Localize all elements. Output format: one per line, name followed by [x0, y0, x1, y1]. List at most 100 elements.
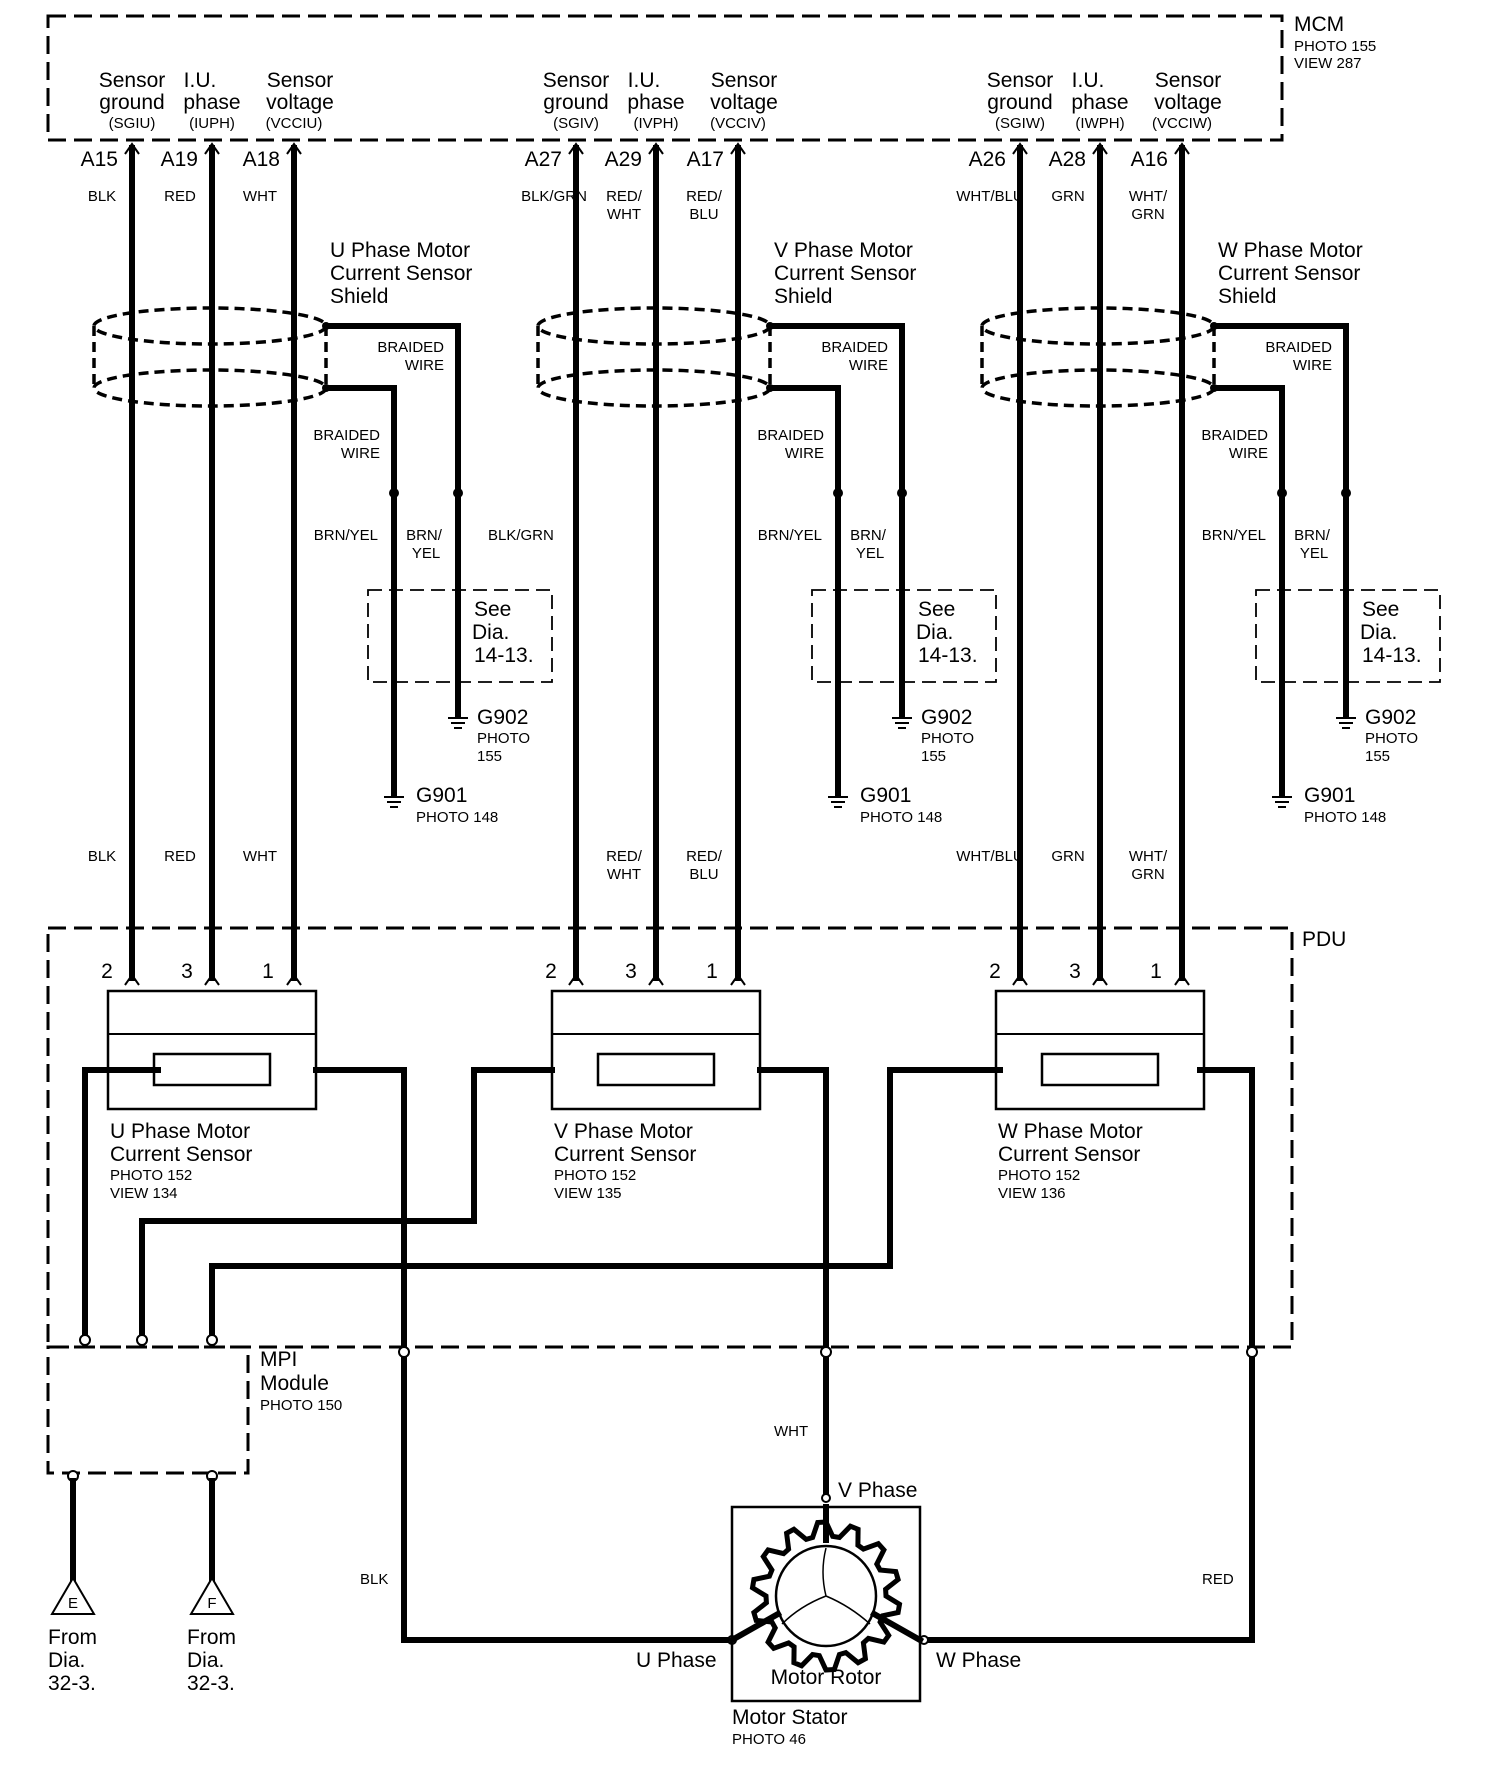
braided-wire-label: BRAIDED [757, 427, 824, 444]
current-sensor-core [596, 1052, 716, 1087]
current-sensor-photo: PHOTO 152 [110, 1167, 192, 1184]
see-diagram-note: See [474, 598, 511, 621]
offpage-f-line-1: From [187, 1626, 236, 1649]
sensor-ground-label: Sensor [543, 69, 610, 92]
splice-point [833, 488, 843, 498]
drain-color-label: YEL [412, 545, 440, 562]
offpage-triangle-e [50, 1576, 96, 1615]
g902-photo: PHOTO [921, 730, 974, 747]
wire-color-label: GRN [1131, 866, 1164, 883]
splice-point [389, 488, 399, 498]
braided-drain-wire [1211, 385, 1285, 798]
mcm-photo: PHOTO 155 [1294, 38, 1376, 55]
g902-label: G902 [1365, 706, 1416, 729]
wire-color-label: WHT [243, 188, 277, 205]
wire-color-label: WHT [243, 848, 277, 865]
shield-label: Shield [774, 285, 832, 308]
wire-color-label: WHT/BLU [956, 188, 1024, 205]
g901-photo: PHOTO 148 [860, 809, 942, 826]
mpi-terminal-2 [136, 1334, 148, 1346]
pdu-title: PDU [1302, 928, 1346, 951]
braided-wire-label-2: WIRE [405, 357, 444, 374]
wire-color-label: BLU [689, 206, 718, 223]
current-sensor-photo: PHOTO 152 [554, 1167, 636, 1184]
drain-color-label: BRN/YEL [1202, 527, 1266, 544]
u-phase-wire-color: BLK [360, 1571, 388, 1588]
shield-label: V Phase Motor [774, 239, 913, 262]
mpi-terminal-3 [206, 1334, 218, 1346]
g901-label: G901 [1304, 784, 1355, 807]
sensor-voltage-label: Sensor [711, 69, 778, 92]
wire-color-label: WHT/ [1129, 188, 1168, 205]
signal-code: (VCCIV) [710, 115, 766, 132]
offpage-f-line-3: 32-3. [187, 1672, 235, 1695]
offpage-connectors: E F From Dia. 32-3. From Dia. 32-3. [48, 1470, 236, 1695]
motor-stator-photo: PHOTO 46 [732, 1731, 806, 1748]
pdu-pin-label: 3 [1069, 960, 1081, 983]
mcm-pin-label: A18 [243, 148, 280, 171]
signal-code: (IVPH) [634, 115, 679, 132]
signal-code: (SGIV) [553, 115, 599, 132]
connector-arrow [1174, 973, 1190, 986]
connector-arrow [568, 142, 584, 155]
see-diagram-note: 14-13. [918, 644, 978, 667]
pdu-pin-label: 1 [1150, 960, 1162, 983]
connector-arrow [286, 142, 302, 155]
current-sensor-body [994, 989, 1206, 1111]
w-phase-wire-color: RED [1202, 1571, 1234, 1588]
pdu-terminal-u [398, 1346, 410, 1358]
wire-color-label: BLU [689, 866, 718, 883]
iu-phase-label: I.U. [628, 69, 661, 92]
see-diagram-note: See [1362, 598, 1399, 621]
mcm-box [46, 14, 1284, 142]
sensor-voltage-label-2: voltage [1154, 91, 1222, 114]
circuit-u: SensorgroundI.U.phaseSensorvoltage(SGIU)… [81, 69, 554, 1202]
shield-label: Current Sensor [1218, 262, 1360, 285]
current-sensor-label-2: Current Sensor [554, 1143, 696, 1166]
drain-color-label: BRN/YEL [758, 527, 822, 544]
shield-label: U Phase Motor [330, 239, 470, 262]
connector-arrow [568, 973, 584, 986]
connector-arrow [124, 973, 140, 986]
drain-color-label: BRN/YEL [314, 527, 378, 544]
iu-phase-label: I.U. [1072, 69, 1105, 92]
see-diagram-note: See [918, 598, 955, 621]
mpi-module-box [46, 1345, 250, 1475]
g902-label: G902 [477, 706, 528, 729]
signal-code: (VCCIW) [1152, 115, 1212, 132]
connector-arrow [730, 142, 746, 155]
mcm-title: MCM [1294, 13, 1344, 36]
braided-wire-label: BRAIDED [1265, 339, 1332, 356]
drain-color-label: BRN/ [1294, 527, 1331, 544]
current-sensor-core [1040, 1052, 1160, 1087]
g902-photo: PHOTO [477, 730, 530, 747]
motor-stator-label: Motor Stator [732, 1706, 848, 1729]
wire-color-label: RED [164, 188, 196, 205]
sensor-voltage-label-2: voltage [266, 91, 334, 114]
g902-photo-2: 155 [477, 748, 502, 765]
wire-color-label: BLK/GRN [521, 188, 587, 205]
shield-label: Current Sensor [330, 262, 472, 285]
connector-arrow [124, 142, 140, 155]
iu-phase-label-2: phase [1071, 91, 1128, 114]
iu-phase-label-2: phase [183, 91, 240, 114]
braided-wire-label: BRAIDED [821, 339, 888, 356]
mcm-pin-label: A19 [161, 148, 198, 171]
u-phase-label: U Phase [636, 1649, 717, 1672]
see-diagram-box [1255, 589, 1441, 683]
connector-arrow [730, 973, 746, 986]
drain-color-label: BRN/ [406, 527, 443, 544]
see-diagram-note: Dia. [916, 621, 953, 644]
shield-label: Current Sensor [774, 262, 916, 285]
wire-color-label: BLK/GRN [488, 527, 554, 544]
see-diagram-note: Dia. [1360, 621, 1397, 644]
g902-photo-2: 155 [921, 748, 946, 765]
splice-point [1277, 488, 1287, 498]
current-sensor-view: VIEW 136 [998, 1185, 1066, 1202]
splice-point [453, 488, 463, 498]
mcm-pin-label: A16 [1131, 148, 1168, 171]
connector-arrow [648, 142, 664, 155]
current-sensor-body [106, 989, 318, 1111]
current-sensor-view: VIEW 135 [554, 1185, 622, 1202]
g902-photo: PHOTO [1365, 730, 1418, 747]
